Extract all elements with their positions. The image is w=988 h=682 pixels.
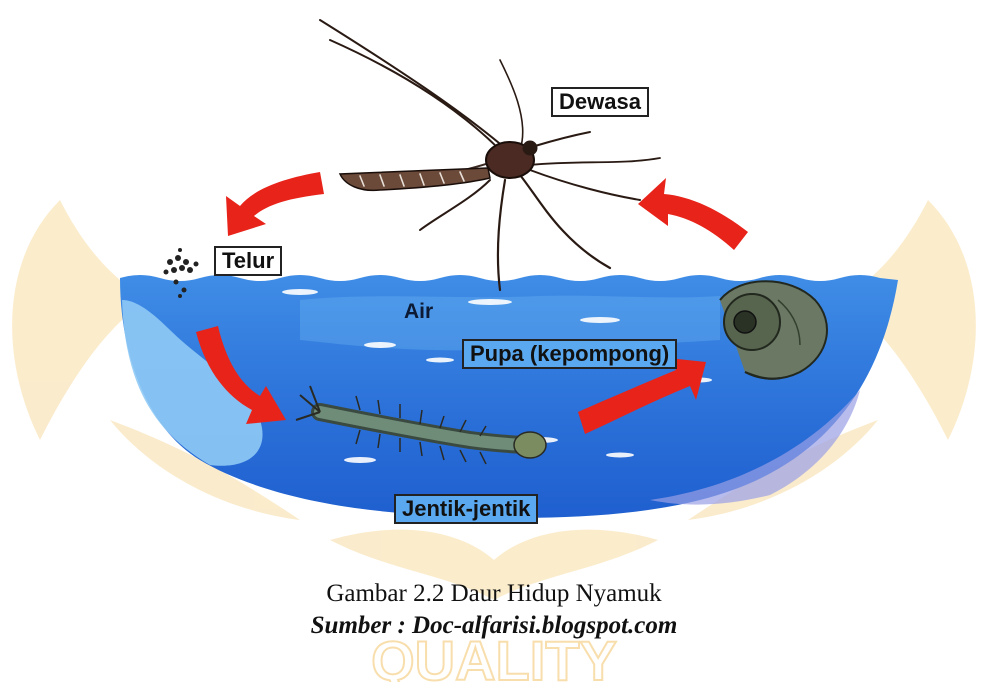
arrow-pupa-to-adult — [638, 178, 748, 250]
figure-source: Sumber : Doc-alfarisi.blogspot.com — [0, 612, 988, 640]
stage-label-egg: Telur — [214, 246, 282, 276]
adult-mosquito — [320, 20, 660, 290]
figure-caption: Gambar 2.2 Daur Hidup Nyamuk — [0, 580, 988, 608]
water-label: Air — [404, 301, 433, 322]
arrow-adult-to-egg — [226, 172, 324, 236]
stage-label-pupa: Pupa (kepompong) — [462, 339, 677, 369]
stage-label-larva: Jentik-jentik — [394, 494, 538, 524]
stage-label-adult: Dewasa — [551, 87, 649, 117]
